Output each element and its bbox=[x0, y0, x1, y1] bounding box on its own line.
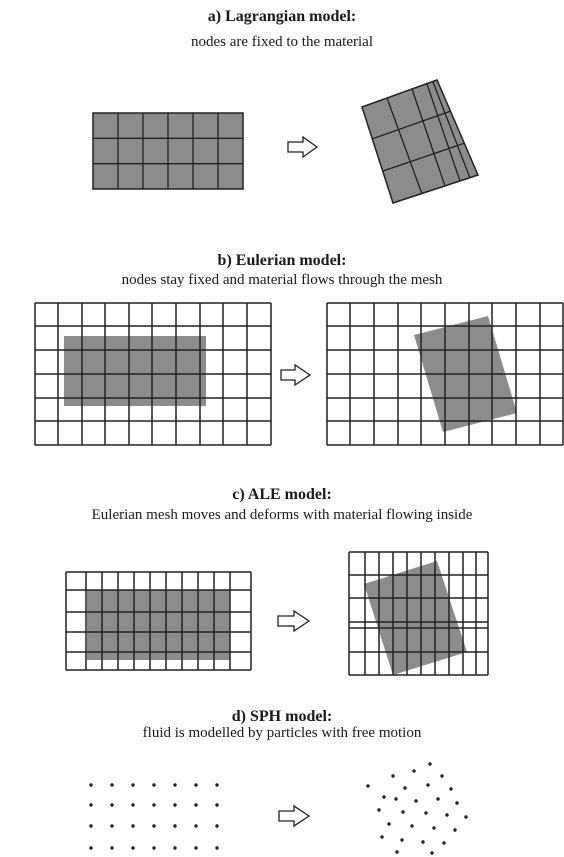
section-a-subtitle: nodes are fixed to the material bbox=[190, 34, 373, 50]
ale-deformed-mesh bbox=[348, 551, 489, 676]
ale-initial-mesh bbox=[65, 571, 252, 671]
arrow-icon bbox=[280, 363, 312, 387]
lagrangian-deformed-mesh bbox=[361, 79, 480, 204]
section-c-title: c) ALE model: bbox=[232, 486, 332, 503]
arrow-icon bbox=[277, 609, 311, 633]
arrow-icon bbox=[287, 135, 319, 159]
eulerian-initial-mesh bbox=[34, 302, 272, 446]
sph-initial-particles bbox=[89, 783, 219, 850]
section-b-title: b) Eulerian model: bbox=[217, 252, 347, 269]
lagrangian-initial-mesh bbox=[92, 112, 244, 190]
sph-scattered-particles bbox=[366, 762, 468, 855]
section-b-subtitle: nodes stay fixed and material flows thro… bbox=[121, 272, 443, 288]
arrow-icon bbox=[278, 804, 311, 828]
section-d-subtitle: fluid is modelled by particles with free… bbox=[142, 725, 422, 741]
eulerian-final-mesh bbox=[326, 302, 564, 446]
section-d-title: d) SPH model: bbox=[231, 708, 333, 725]
section-c-subtitle: Eulerian mesh moves and deforms with mat… bbox=[91, 507, 473, 523]
section-a-title: a) Lagrangian model: bbox=[207, 8, 357, 25]
